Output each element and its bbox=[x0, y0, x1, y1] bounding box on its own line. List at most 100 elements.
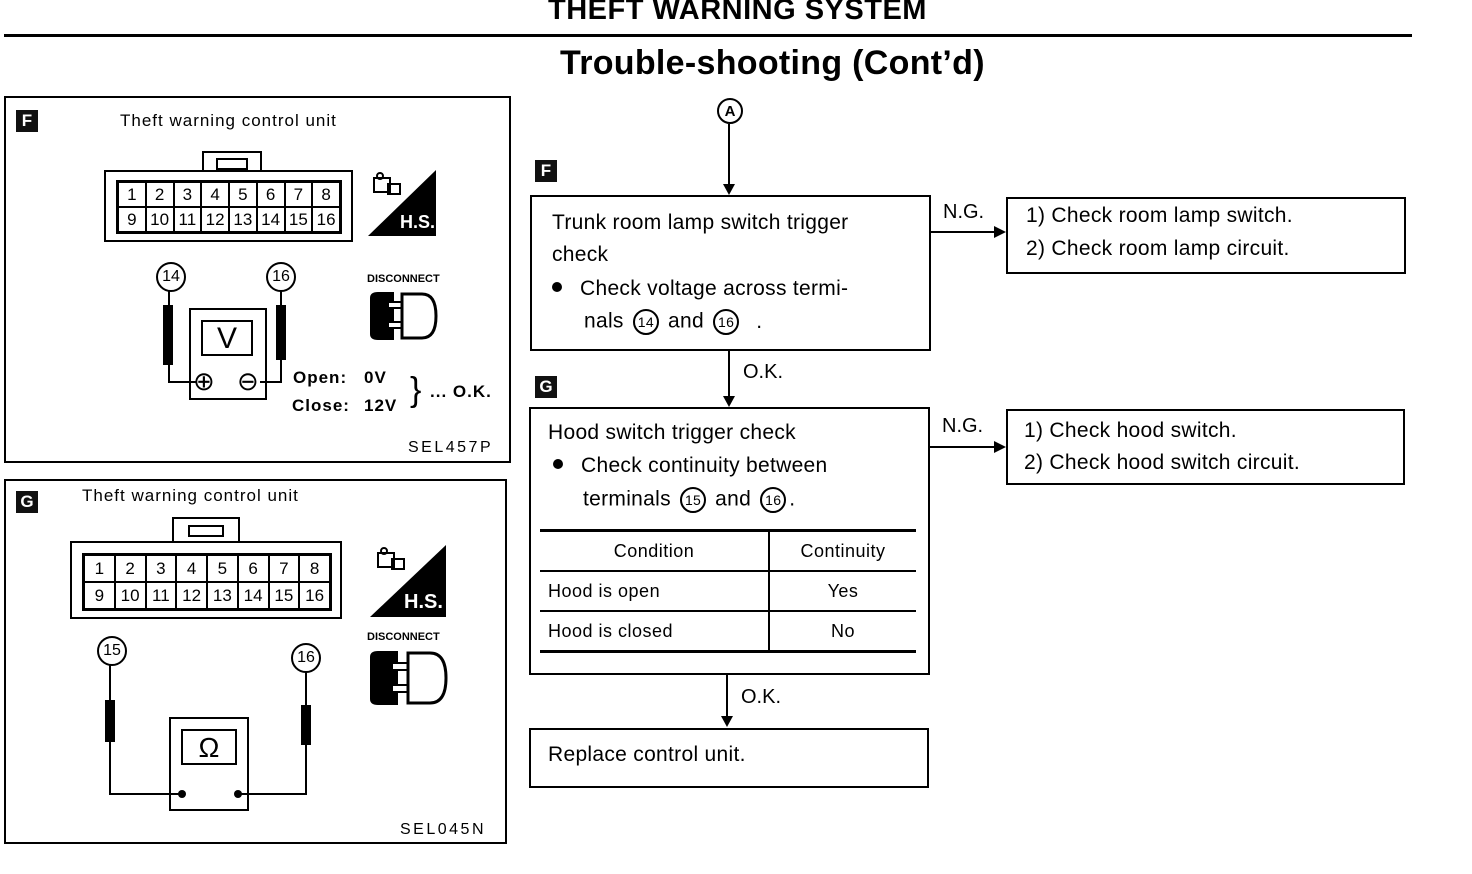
start-marker-a: A bbox=[717, 98, 743, 124]
disconnect-icon bbox=[366, 288, 440, 344]
connector-pin: 13 bbox=[229, 207, 257, 232]
connector-pin: 14 bbox=[237, 582, 269, 609]
connector-pin: 7 bbox=[284, 182, 313, 207]
connector-pin: 12 bbox=[176, 582, 207, 609]
panel-f-tag: F bbox=[16, 110, 38, 132]
disconnect-icon bbox=[366, 647, 450, 709]
table-row: Hood is closed No bbox=[540, 611, 916, 652]
step-f-bullet-text2: nals bbox=[584, 309, 624, 333]
plus-terminal-icon: ⊕ bbox=[193, 366, 215, 396]
panel-g-title: Theft warning control unit bbox=[82, 486, 299, 505]
step-f-bullet-text: Check voltage across termi- bbox=[580, 277, 849, 300]
table-header-row: Condition Continuity bbox=[540, 530, 916, 571]
connector-tab bbox=[202, 151, 262, 173]
table-cell-continuity: No bbox=[830, 620, 855, 641]
ng-box-2-item2: 2) Check hood switch circuit. bbox=[1024, 451, 1300, 474]
reading-brace: } bbox=[410, 371, 422, 409]
ng-label-2: N.G. bbox=[942, 415, 984, 437]
probe-terminal-15: 15 bbox=[97, 636, 127, 666]
reading-open-value: 0V bbox=[364, 368, 387, 387]
system-title: THEFT WARNING SYSTEM bbox=[548, 0, 927, 26]
step-f-line2: check bbox=[552, 243, 609, 266]
connector-pin: 5 bbox=[207, 555, 238, 582]
and-text: and bbox=[668, 309, 704, 333]
connector-pin: 4 bbox=[176, 555, 207, 582]
period-text: . bbox=[756, 309, 763, 333]
hs-label: H.S. bbox=[404, 591, 443, 613]
ohmmeter-symbol: Ω bbox=[198, 732, 220, 763]
connector-pin: 11 bbox=[173, 207, 202, 232]
connector-pin: 2 bbox=[145, 182, 174, 207]
step-f-box: Trunk room lamp switch trigger check Che… bbox=[530, 195, 931, 351]
step-f-bullet-line1: Check voltage across termi- bbox=[552, 277, 848, 301]
terminal-15-badge: 15 bbox=[680, 487, 707, 513]
step-g-bullet-text: Check continuity between bbox=[581, 454, 828, 477]
connector-pin: 15 bbox=[268, 582, 300, 609]
reading-close-label: Close: bbox=[292, 396, 350, 415]
panel-g-code: SEL045N bbox=[400, 821, 486, 838]
connector-pin: 13 bbox=[207, 582, 238, 609]
reading-result: ... O.K. bbox=[430, 382, 492, 401]
connector-pin: 16 bbox=[312, 207, 340, 232]
probe-terminal-16: 16 bbox=[266, 262, 296, 292]
panel-f-title: Theft warning control unit bbox=[120, 111, 337, 130]
final-box: Replace control unit. bbox=[529, 728, 929, 788]
ng-label-1: N.G. bbox=[943, 201, 985, 223]
table-row: Hood is open Yes bbox=[540, 571, 916, 611]
terminal-16-badge: 16 bbox=[760, 487, 787, 513]
step-g-bullet-line2: terminals 15 and 16. bbox=[583, 487, 795, 513]
table-header-continuity: Continuity bbox=[800, 540, 886, 561]
connector-pin: 14 bbox=[256, 207, 285, 232]
probe-terminal-14: 14 bbox=[156, 262, 186, 292]
connector-pin: 3 bbox=[145, 555, 177, 582]
connector-tab bbox=[172, 517, 240, 543]
continuity-table: Condition Continuity Hood is open Yes Ho… bbox=[540, 529, 916, 653]
bullet-icon bbox=[552, 282, 562, 293]
connector-pin: 8 bbox=[299, 555, 330, 582]
connector-pin: 1 bbox=[84, 555, 115, 582]
table-cell-continuity: Yes bbox=[827, 580, 859, 601]
final-box-text: Replace control unit. bbox=[548, 743, 746, 766]
and-text: and bbox=[715, 487, 752, 511]
ng-box-1-item1: 1) Check room lamp switch. bbox=[1026, 204, 1293, 227]
table-cell-condition: Hood is closed bbox=[540, 611, 770, 652]
hs-label: H.S. bbox=[400, 212, 436, 232]
ok-label-1: O.K. bbox=[743, 361, 784, 383]
step-g-bullet-line1: Check continuity between bbox=[553, 454, 828, 478]
step-g-bullet-text2: terminals bbox=[583, 487, 671, 511]
ng-box-2: 1) Check hood switch. 2) Check hood swit… bbox=[1006, 409, 1405, 485]
panel-f-code: SEL457P bbox=[408, 439, 494, 456]
step-g-box: Hood switch trigger check Check continui… bbox=[529, 407, 930, 675]
connector-pin: 4 bbox=[201, 182, 229, 207]
connector-pin: 3 bbox=[173, 182, 202, 207]
voltmeter-symbol: V bbox=[216, 322, 237, 355]
step-g-tag: G bbox=[535, 376, 557, 398]
connector-pin: 11 bbox=[145, 582, 177, 609]
connector-pin: 6 bbox=[256, 182, 285, 207]
terminal-16-badge: 16 bbox=[713, 309, 740, 335]
connector-pin: 9 bbox=[118, 207, 146, 232]
ohmmeter-display: Ω bbox=[181, 729, 237, 765]
title-rule bbox=[4, 34, 1412, 37]
disconnect-label: DISCONNECT bbox=[367, 273, 440, 285]
connector-pin: 12 bbox=[201, 207, 229, 232]
step-f-line1: Trunk room lamp switch trigger bbox=[552, 211, 849, 234]
connector-pin: 7 bbox=[268, 555, 300, 582]
connector-pin: 10 bbox=[114, 582, 146, 609]
connector-pin: 9 bbox=[84, 582, 115, 609]
connector-pin: 5 bbox=[229, 182, 257, 207]
ok-label-2: O.K. bbox=[741, 686, 782, 708]
minus-terminal-icon: ⊖ bbox=[237, 366, 259, 396]
connector-pin: 15 bbox=[284, 207, 313, 232]
ng-box-1: 1) Check room lamp switch. 2) Check room… bbox=[1006, 197, 1406, 274]
voltmeter: V ⊕ ⊖ bbox=[189, 308, 267, 400]
connector-pin: 16 bbox=[299, 582, 330, 609]
table-header-condition: Condition bbox=[540, 530, 770, 571]
ng-box-2-item1: 1) Check hood switch. bbox=[1024, 419, 1237, 442]
terminal-14-badge: 14 bbox=[632, 309, 659, 335]
